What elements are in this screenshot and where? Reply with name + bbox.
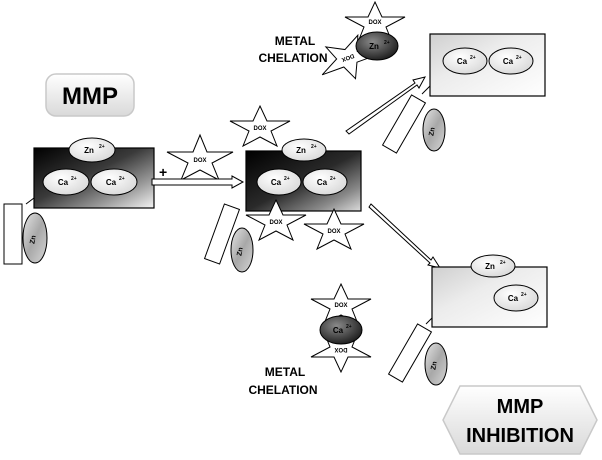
metal-chelation-complex-upper: DOX DOX Zn 2+ METAL CHELATION <box>258 0 406 80</box>
metal-label: METAL <box>275 34 315 48</box>
svg-text:Ca: Ca <box>333 326 344 335</box>
calcium-ion: Ca 2+ <box>256 168 302 196</box>
svg-text:DOX: DOX <box>341 52 355 62</box>
mmp-inhibition-line1: MMP <box>497 396 544 418</box>
zinc-ion: Zn 2+ <box>281 138 327 162</box>
svg-text:DOX: DOX <box>334 303 347 309</box>
svg-text:Ca: Ca <box>317 178 328 187</box>
mmp-title-badge: MMP <box>45 73 135 117</box>
svg-text:2+: 2+ <box>119 176 125 182</box>
svg-text:Zn: Zn <box>84 146 94 155</box>
mmp-title-text: MMP <box>62 83 118 110</box>
svg-text:DOX: DOX <box>334 346 347 352</box>
mmp-inhibition-line2: INHIBITION <box>466 425 574 447</box>
metal-label: METAL <box>265 365 305 379</box>
svg-text:Ca: Ca <box>271 178 282 187</box>
calcium-ion: Ca 2+ <box>90 168 138 196</box>
svg-text:Zn: Zn <box>296 146 306 155</box>
reaction-arrow-upper <box>345 76 426 135</box>
svg-text:DOX: DOX <box>193 158 206 164</box>
svg-text:DOX: DOX <box>368 20 381 26</box>
svg-text:Ca: Ca <box>503 57 514 66</box>
chelation-label: CHELATION <box>248 383 317 397</box>
svg-text:Zn: Zn <box>430 361 438 371</box>
zinc-ion: Zn 2+ <box>470 254 516 278</box>
enzyme-free-mmp: Zn 2+ Ca 2+ Ca 2+ Zn <box>3 137 155 265</box>
svg-text:DOX: DOX <box>253 126 266 132</box>
zinc-binding-domain: Zn <box>381 85 446 154</box>
plus-sign: + <box>159 164 167 180</box>
svg-text:DOX: DOX <box>327 229 340 235</box>
doxycycline-star: DOX <box>310 282 372 326</box>
calcium-ion-chelated: Ca 2+ <box>319 315 363 345</box>
reaction-arrow-lower <box>368 203 442 269</box>
enzyme-calcium-removed: Zn 2+ Ca 2+ Zn <box>387 254 548 386</box>
doxycycline-star: DOX <box>166 133 234 182</box>
svg-text:2+: 2+ <box>470 55 476 61</box>
calcium-ion: Ca 2+ <box>493 284 539 312</box>
zinc-binding-domain: Zn <box>3 197 48 265</box>
svg-text:Ca: Ca <box>106 178 117 187</box>
calcium-ion: Ca 2+ <box>442 47 488 75</box>
zinc-ion: Zn 2+ <box>68 137 116 163</box>
zinc-binding-domain: Zn <box>203 203 254 273</box>
svg-text:Ca: Ca <box>457 57 468 66</box>
svg-text:Zn: Zn <box>428 127 436 137</box>
svg-text:2+: 2+ <box>346 324 352 330</box>
zinc-binding-domain: Zn <box>387 317 448 386</box>
svg-text:2+: 2+ <box>521 292 527 298</box>
chelation-label: CHELATION <box>258 51 327 65</box>
mmp-inhibition-badge: MMP INHIBITION <box>442 385 598 455</box>
metal-chelation-complex-lower: DOX DOX Ca 2+ METAL CHELATION <box>248 282 372 397</box>
svg-text:Zn: Zn <box>29 235 37 245</box>
svg-text:Zn: Zn <box>485 262 495 271</box>
svg-text:Ca: Ca <box>508 294 519 303</box>
svg-text:2+: 2+ <box>311 144 317 150</box>
enzyme-dox-bound: Zn 2+ Ca 2+ Ca 2+ DOX DOX DOX <box>203 104 365 273</box>
calcium-ion: Ca 2+ <box>42 168 90 196</box>
doxycycline-star: DOX <box>245 198 307 242</box>
doxycycline-star: DOX <box>229 104 291 148</box>
calcium-ion: Ca 2+ <box>488 47 534 75</box>
svg-text:2+: 2+ <box>516 55 522 61</box>
svg-text:2+: 2+ <box>284 176 290 182</box>
svg-text:2+: 2+ <box>71 176 77 182</box>
svg-text:DOX: DOX <box>269 220 282 226</box>
svg-text:2+: 2+ <box>384 40 390 46</box>
calcium-ion: Ca 2+ <box>302 168 348 196</box>
enzyme-zinc-removed: Ca 2+ Ca 2+ Zn <box>381 33 546 154</box>
zinc-ion-chelated: Zn 2+ <box>355 31 399 61</box>
svg-text:2+: 2+ <box>330 176 336 182</box>
svg-text:Zn: Zn <box>369 42 379 51</box>
reaction-arrow <box>151 175 245 189</box>
svg-text:Zn: Zn <box>236 247 244 257</box>
svg-text:2+: 2+ <box>99 144 105 150</box>
svg-text:2+: 2+ <box>500 260 506 266</box>
doxycycline-star: DOX <box>303 207 365 251</box>
svg-text:Ca: Ca <box>58 178 69 187</box>
